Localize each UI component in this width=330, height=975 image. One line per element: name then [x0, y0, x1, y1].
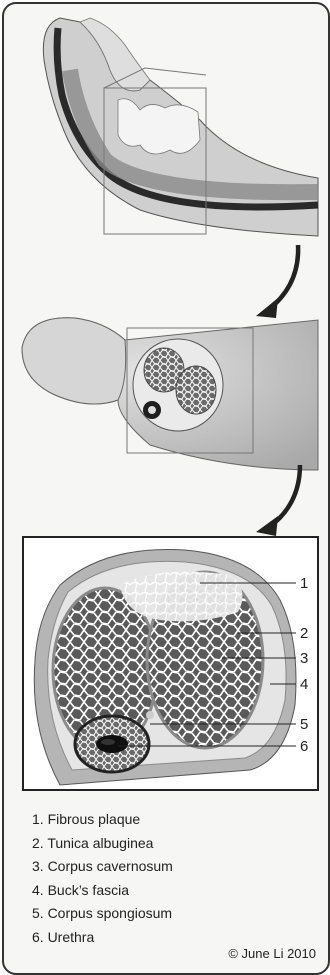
- callout-4: 4: [300, 676, 308, 693]
- legend: 1. Fibrous plaque 2. Tunica albuginea 3.…: [32, 808, 322, 949]
- legend-item-tunica-albuginea: 2. Tunica albuginea: [32, 832, 322, 856]
- longitudinal-section: [43, 18, 318, 236]
- down-arrow-icon-2: [256, 465, 300, 536]
- copyright-credit: © June Li 2010: [228, 946, 316, 961]
- callout-5: 5: [300, 716, 308, 733]
- down-arrow-icon: [256, 245, 298, 318]
- external-view: [22, 318, 318, 470]
- callout-2: 2: [300, 625, 308, 642]
- callout-1: 1: [300, 575, 308, 592]
- cross-section-detail: 1 2 3 4 5 6: [23, 537, 318, 790]
- legend-item-fibrous-plaque: 1. Fibrous plaque: [32, 808, 322, 832]
- legend-item-corpus-spongiosum: 5. Corpus spongiosum: [32, 902, 322, 926]
- callout-3: 3: [300, 650, 308, 667]
- legend-item-bucks-fascia: 4. Buck’s fascia: [32, 879, 322, 903]
- callout-6: 6: [300, 738, 308, 755]
- legend-item-corpus-cavernosum: 3. Corpus cavernosum: [32, 855, 322, 879]
